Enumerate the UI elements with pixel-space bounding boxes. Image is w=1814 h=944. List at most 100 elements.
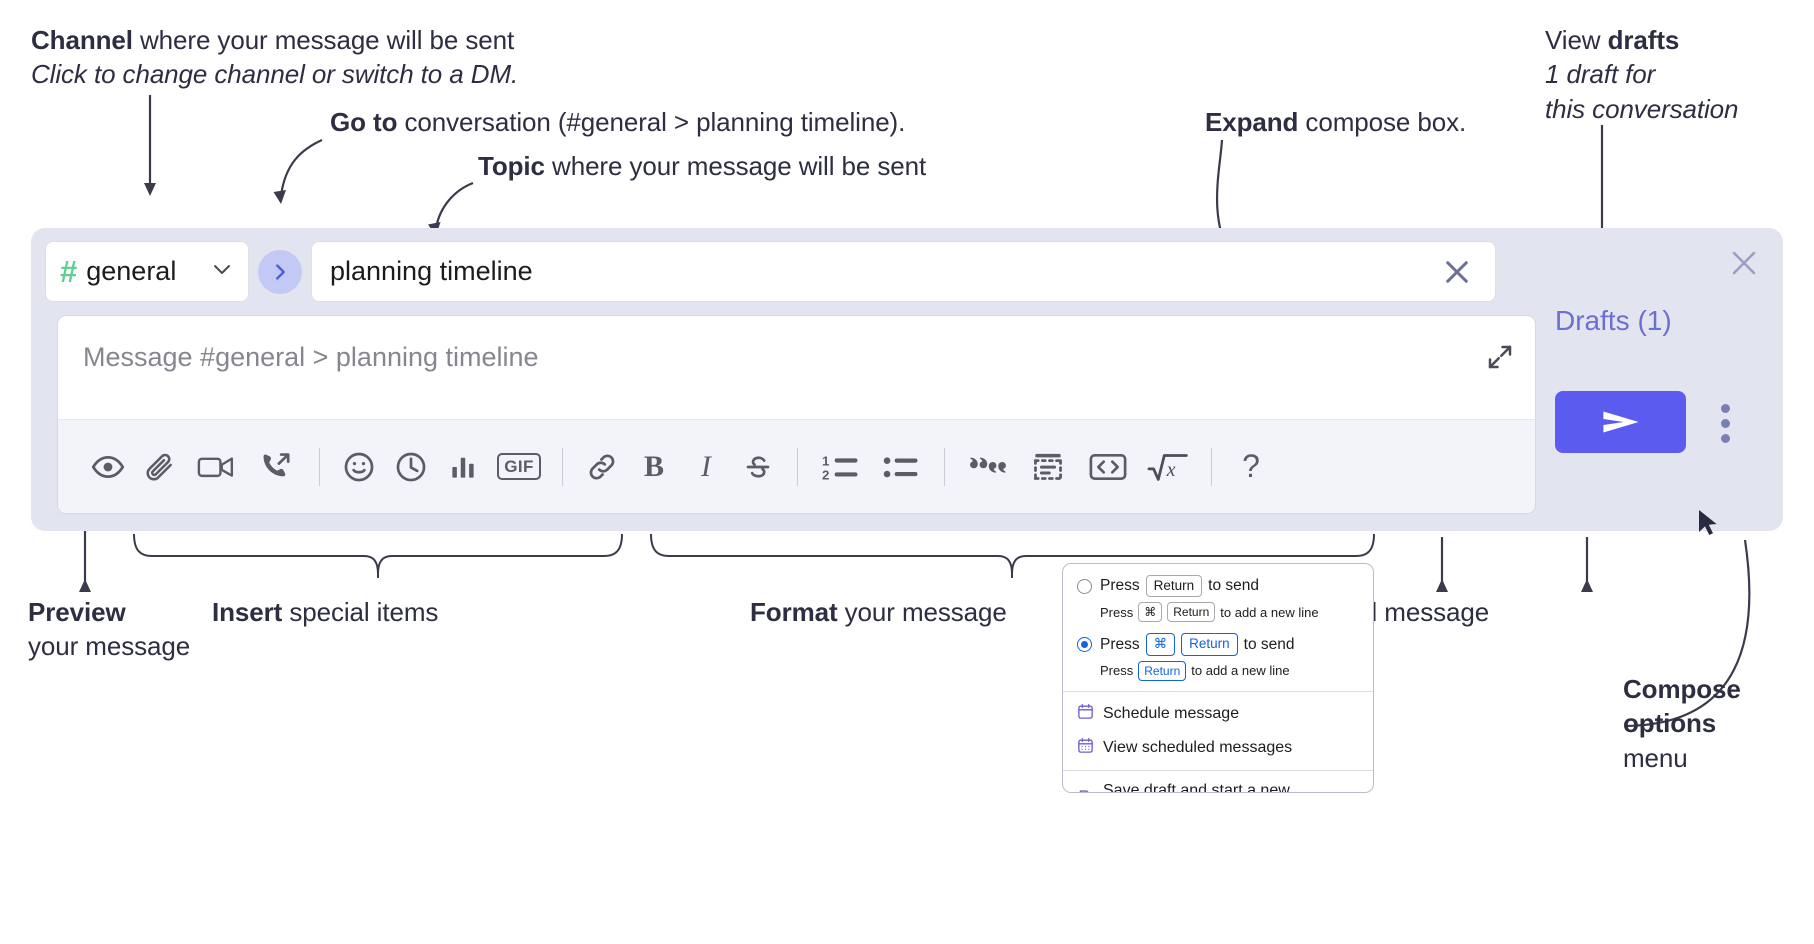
option-pre: Press [1100, 635, 1140, 653]
annotation-format: Format your message [750, 595, 1007, 629]
annotation-channel-sub: Click to change channel or switch to a D… [31, 59, 519, 90]
blockquote-icon[interactable] [958, 441, 1018, 493]
key-return: Return [1145, 575, 1203, 598]
save-draft-icon [1077, 789, 1094, 792]
option-pre: Press [1100, 577, 1140, 595]
send-button[interactable] [1555, 391, 1686, 453]
inline-code-icon[interactable] [1078, 441, 1138, 493]
send-shortcut-options: Press Return to send Press ⌘ Return to a… [1063, 564, 1373, 691]
annotation-compose-options-rest: menu [1623, 742, 1688, 773]
annotation-topic-bold: Topic [478, 151, 545, 181]
key-command: ⌘ [1138, 602, 1163, 623]
link-icon[interactable] [576, 441, 628, 493]
menu-item-label: View scheduled messages [1103, 738, 1293, 756]
annotation-format-bold: Format [750, 597, 838, 627]
channel-name: general [86, 256, 177, 286]
menu-item-label: Schedule message [1103, 704, 1240, 722]
expand-icon[interactable] [1485, 342, 1515, 377]
annotation-expand: Expand compose box. [1205, 105, 1466, 139]
topic-input[interactable]: planning timeline [311, 241, 1496, 302]
audio-call-icon[interactable] [246, 441, 306, 493]
annotation-expand-rest: compose box. [1298, 107, 1467, 137]
destination-row: # general planning timeline [45, 241, 1496, 302]
compose-right-rail: Drafts (1) [1533, 228, 1783, 531]
annotation-drafts-bold: drafts [1607, 25, 1680, 55]
annotation-preview-bold: Preview [28, 597, 126, 627]
annotation-drafts-sub2: this conversation [1545, 93, 1739, 124]
bulleted-list-icon[interactable] [871, 441, 931, 493]
attachment-icon[interactable] [134, 441, 186, 493]
preview-icon[interactable] [82, 441, 134, 493]
strikethrough-icon[interactable] [732, 441, 784, 493]
help-icon[interactable]: ? [1225, 441, 1277, 493]
annotation-drafts-sub1: 1 draft for [1545, 59, 1656, 90]
compose-options-button[interactable] [1710, 400, 1740, 446]
compose-panel: # general planning timeline [31, 228, 1783, 531]
code-block-icon[interactable] [1018, 441, 1078, 493]
svg-text:2: 2 [822, 467, 829, 482]
annotation-insert-rest: special items [282, 597, 439, 627]
hint-post: to add a new line [1191, 663, 1290, 679]
message-compose-box: Message #general > planning timeline [57, 315, 1536, 514]
schedule-menu-group: Schedule message View scheduled messages [1063, 692, 1373, 770]
annotation-compose-options-bold1: Compose [1623, 674, 1741, 704]
annotation-compose-options: Compose options menu [1623, 672, 1741, 775]
option-post: to send [1208, 577, 1260, 595]
bold-icon[interactable]: B [628, 441, 680, 493]
video-icon[interactable] [186, 441, 246, 493]
topic-value: planning timeline [330, 256, 533, 286]
compose-main: # general planning timeline [45, 241, 1536, 515]
option-post: to send [1243, 635, 1295, 653]
calendar-icon [1077, 703, 1094, 725]
option-press-cmd-return-to-send[interactable]: Press ⌘ Return to send [1063, 631, 1373, 657]
close-icon[interactable] [1727, 246, 1761, 285]
option-label: Press Return to send [1100, 575, 1260, 598]
close-icon[interactable] [1437, 252, 1477, 292]
bold-label: B [643, 449, 664, 483]
menu-item-view-scheduled-messages[interactable]: View scheduled messages [1063, 731, 1373, 765]
option-press-return-to-send[interactable]: Press Return to send [1063, 573, 1373, 599]
gif-icon[interactable]: GIF [489, 441, 549, 493]
menu-item-save-draft[interactable]: Save draft and start a new message [1063, 776, 1373, 792]
drafts-link[interactable]: Drafts (1) [1555, 305, 1672, 336]
message-placeholder: Message #general > planning timeline [83, 342, 539, 372]
math-icon[interactable]: x [1138, 441, 1198, 493]
annotation-goto: Go to conversation (#general > planning … [330, 105, 905, 139]
annotation-topic-rest: where your message will be sent [544, 151, 927, 181]
hint-pre: Press [1100, 604, 1134, 620]
annotation-drafts: View drafts 1 draft for this conversatio… [1545, 23, 1739, 126]
kebab-dot [1720, 418, 1730, 428]
toolbar-divider [562, 447, 563, 486]
annotation-expand-bold: Expand [1205, 107, 1299, 137]
annotation-format-rest: your message [837, 597, 1007, 627]
clock-icon[interactable] [385, 441, 437, 493]
radio-icon[interactable] [1077, 637, 1092, 653]
help-label: ? [1242, 448, 1260, 484]
formatting-toolbar: GIF B I [58, 419, 1535, 513]
annotation-channel: Channel where your message will be sent … [31, 23, 518, 92]
option-label: Press ⌘ Return to send [1100, 633, 1295, 656]
key-return: Return [1167, 602, 1216, 623]
svg-text:1: 1 [822, 453, 830, 468]
message-input[interactable]: Message #general > planning timeline [58, 316, 1535, 420]
compose-options-menu: Press Return to send Press ⌘ Return to a… [1062, 563, 1374, 793]
menu-item-schedule-message[interactable]: Schedule message [1063, 697, 1373, 731]
svg-text:x: x [1166, 459, 1176, 481]
menu-divider [1063, 769, 1373, 771]
radio-icon[interactable] [1077, 578, 1092, 594]
emoji-icon[interactable] [333, 441, 385, 493]
italic-icon[interactable]: I [680, 441, 732, 493]
hint-pre: Press [1100, 663, 1134, 679]
gif-label: GIF [497, 453, 541, 480]
poll-icon[interactable] [437, 441, 489, 493]
channel-selector[interactable]: # general [45, 241, 249, 302]
kebab-dot [1720, 433, 1730, 443]
annotation-channel-bold: Channel [31, 25, 133, 55]
toolbar-divider [797, 447, 798, 486]
go-to-conversation-button[interactable] [258, 249, 302, 294]
annotation-drafts-lead: View [1545, 25, 1608, 55]
annotation-goto-bold: Go to [330, 107, 398, 137]
annotation-topic: Topic where your message will be sent [478, 149, 926, 183]
key-return: Return [1138, 660, 1187, 681]
